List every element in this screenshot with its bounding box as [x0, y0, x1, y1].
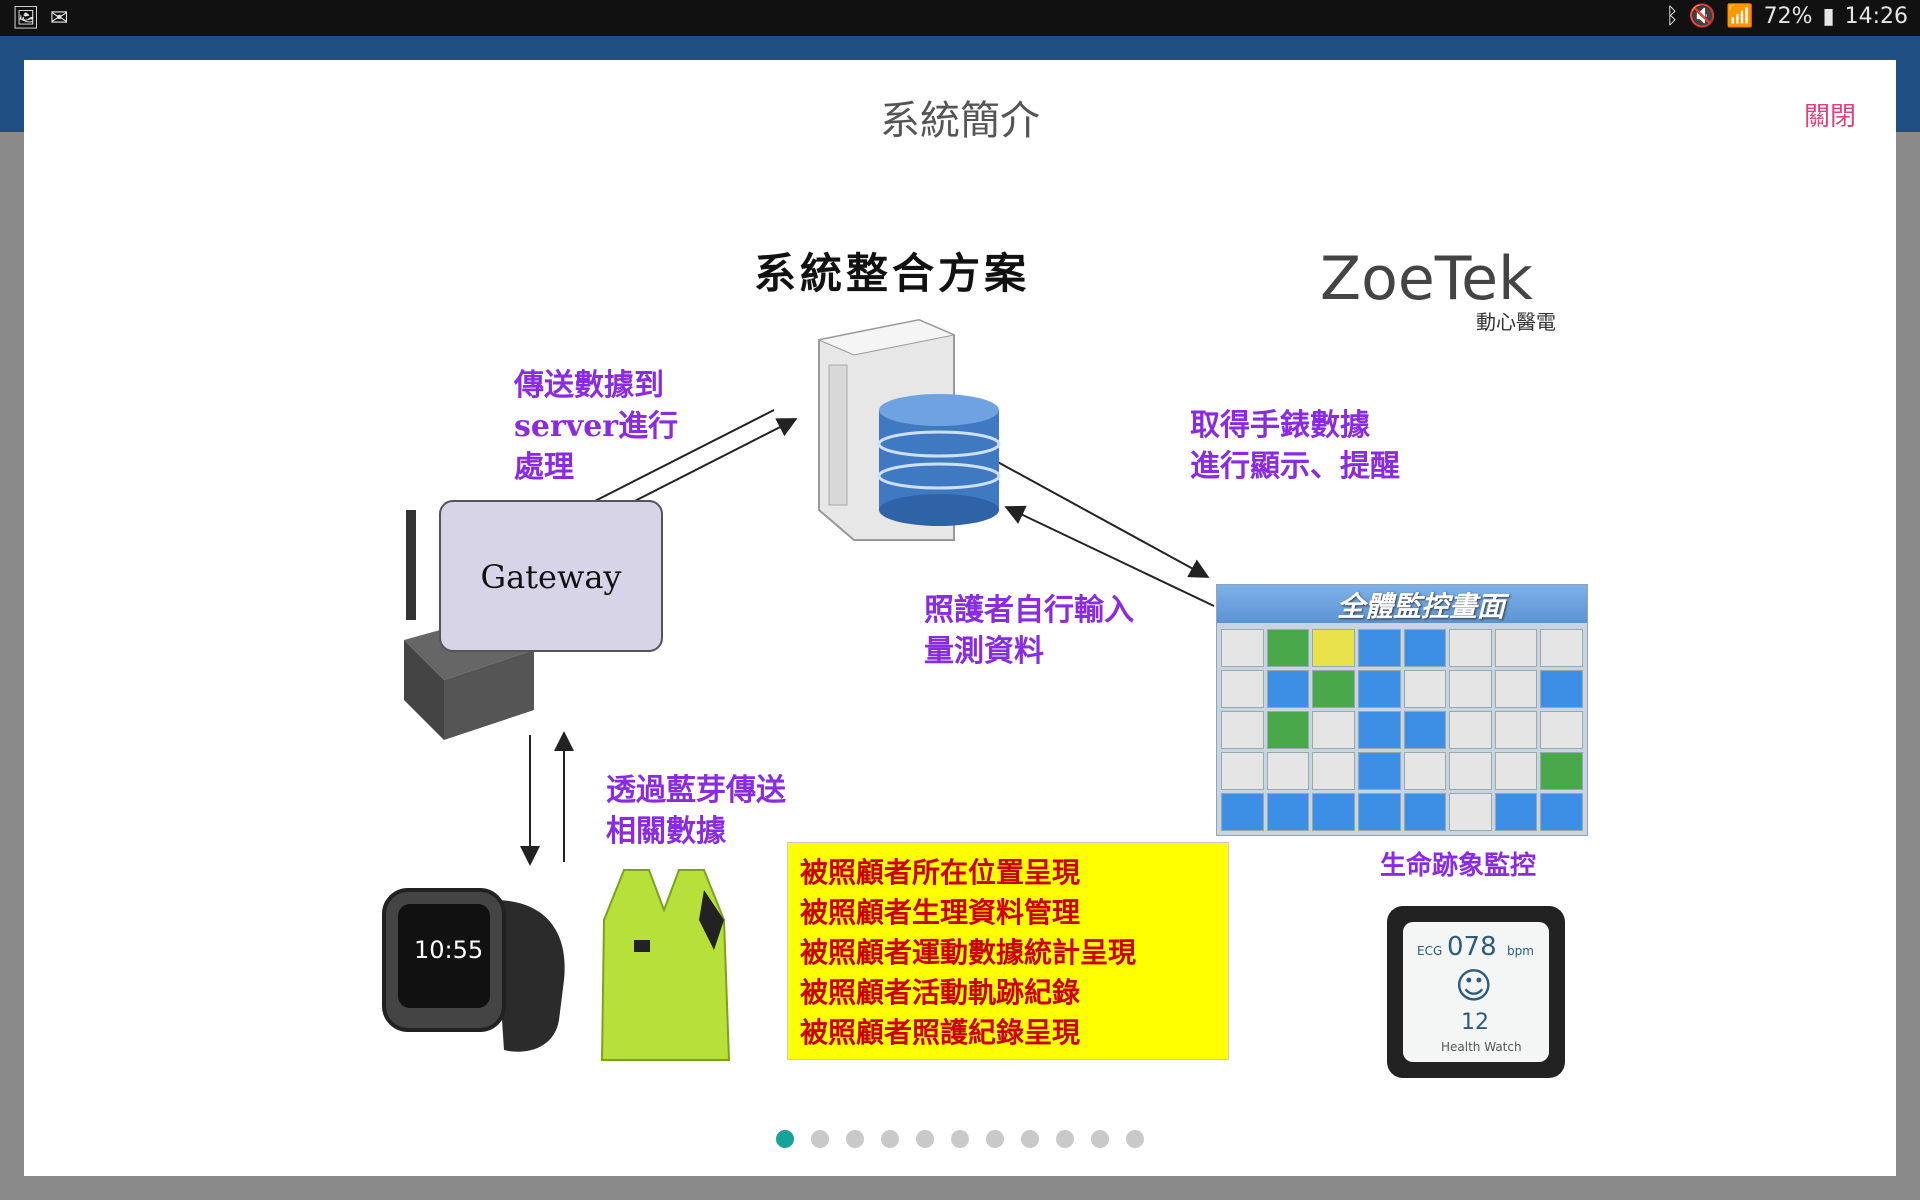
bpm-unit: bpm	[1507, 944, 1534, 958]
feature-item: 被照顧者生理資料管理	[800, 896, 1081, 929]
label-send-to-server: 傳送數據到 server進行 處理	[514, 368, 679, 485]
mute-icon: 🔇	[1688, 4, 1717, 29]
feature-item: 被照顧者活動軌跡紀錄	[800, 976, 1081, 1009]
pager-dot[interactable]	[951, 1130, 969, 1148]
feature-item: 被照顧者運動數據統計呈現	[800, 936, 1137, 969]
pager-dot[interactable]	[1056, 1130, 1074, 1148]
mail-icon: ✉	[49, 6, 69, 31]
slide-title: 系統整合方案	[754, 249, 1031, 298]
pager-dot[interactable]	[1091, 1130, 1109, 1148]
gateway-label: Gateway	[480, 558, 622, 596]
bluetooth-icon: ᛒ	[1665, 4, 1679, 29]
monitor-screenshot: 全體監控畫面	[1216, 584, 1588, 836]
battery-percent: 72%	[1763, 4, 1813, 29]
wifi-icon: 📶	[1726, 4, 1754, 29]
vest-icon	[600, 869, 731, 1061]
monitor-header: 全體監控畫面	[1217, 585, 1587, 623]
gallery-icon: 🖼	[12, 6, 40, 31]
pager-dot[interactable]	[776, 1130, 794, 1148]
gateway-box: Gateway	[439, 500, 663, 652]
health-watch-screen: ECG 078 bpm ☺ 12 Health Watch	[1403, 922, 1549, 1062]
count-value: 12	[1461, 1010, 1489, 1035]
features-box: 被照顧者所在位置呈現 被照顧者生理資料管理 被照顧者運動數據統計呈現 被照顧者活…	[787, 842, 1229, 1060]
pager-dots	[24, 1130, 1896, 1148]
health-watch-image: ECG 078 bpm ☺ 12 Health Watch	[1387, 906, 1565, 1078]
dialog-title: 系統簡介	[880, 98, 1040, 144]
logo-text: ZoeTek	[1320, 244, 1533, 314]
label-caregiver-input: 照護者自行輸入 量測資料	[924, 593, 1134, 669]
pager-dot[interactable]	[916, 1130, 934, 1148]
smiley-icon: ☺	[1455, 966, 1493, 1007]
smartwatch-icon: 10:55	[382, 888, 565, 1052]
pager-dot[interactable]	[846, 1130, 864, 1148]
logo-subtitle: 動心醫電	[1476, 310, 1556, 334]
monitor-grid	[1221, 629, 1583, 831]
slide-image: 系統整合方案 ZoeTek 動心醫電 傳送數據到 server進行 處理 取得手…	[354, 170, 1624, 1100]
health-watch-caption: Health Watch	[1441, 1040, 1522, 1054]
pager-dot[interactable]	[1021, 1130, 1039, 1148]
monitor-title: 全體監控畫面	[1337, 590, 1506, 623]
label-watch-data: 取得手錶數據 進行顯示、提醒	[1190, 408, 1400, 484]
pager-dot[interactable]	[881, 1130, 899, 1148]
watch-time: 10:55	[414, 936, 483, 964]
close-button[interactable]: 關閉	[1803, 102, 1856, 132]
database-icon	[877, 394, 1001, 526]
pager-dot[interactable]	[1126, 1130, 1144, 1148]
status-bar: 🖼 ✉ ᛒ 🔇 📶 72% ▮ 14:26	[0, 0, 1920, 36]
clock: 14:26	[1844, 4, 1908, 29]
intro-dialog: 系統簡介 關閉 系統整合方案 ZoeTek 動心醫電	[24, 60, 1896, 1176]
feature-item: 被照顧者所在位置呈現	[800, 856, 1081, 889]
bpm-value: 078	[1447, 932, 1497, 962]
label-vital-monitoring: 生命跡象監控	[1380, 851, 1537, 881]
label-bluetooth: 透過藍芽傳送 相關數據	[606, 773, 786, 849]
feature-item: 被照顧者照護紀錄呈現	[800, 1016, 1081, 1049]
zoetek-logo: ZoeTek 動心醫電	[1320, 244, 1580, 334]
pager-dot[interactable]	[811, 1130, 829, 1148]
pager-dot[interactable]	[986, 1130, 1004, 1148]
ecg-label: ECG	[1417, 944, 1443, 958]
battery-icon: ▮	[1822, 4, 1835, 29]
